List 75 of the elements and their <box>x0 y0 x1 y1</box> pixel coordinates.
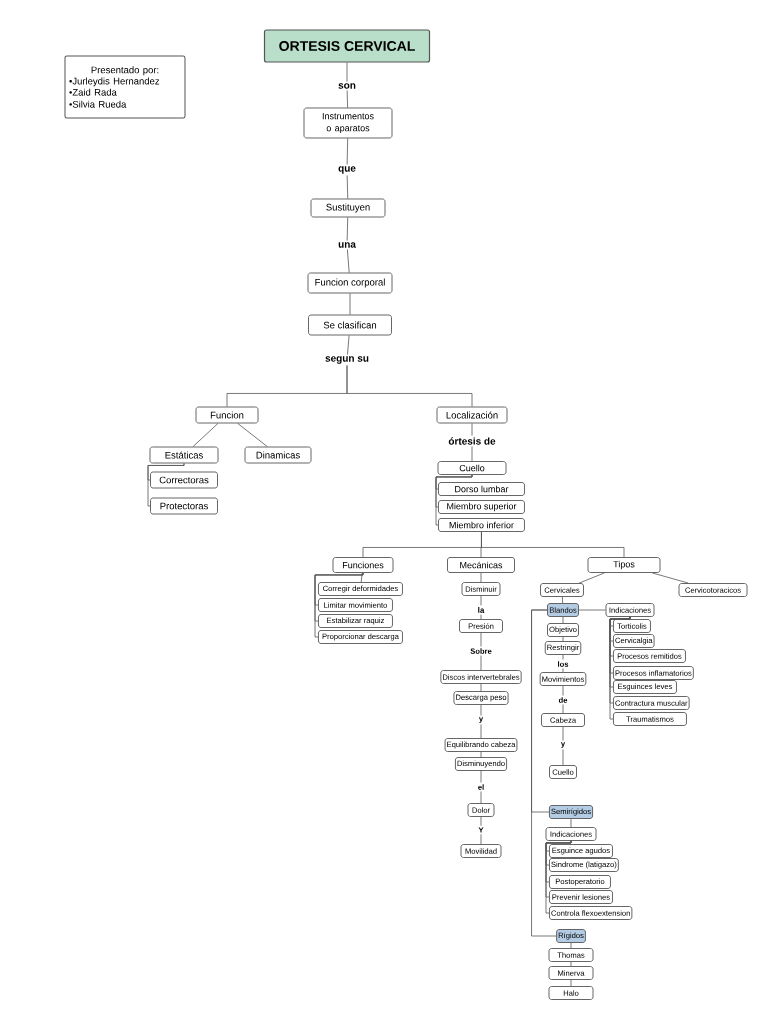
concept-box: Cuello <box>437 461 507 475</box>
connector-line <box>480 724 482 739</box>
connector-line <box>531 609 557 937</box>
connector-line <box>480 751 482 758</box>
connector-line <box>561 596 564 604</box>
connector-line <box>349 293 351 315</box>
title-box: ORTESIS CERVICAL <box>263 29 431 63</box>
concept-box: Tipos <box>587 557 661 573</box>
linking-word: órtesis de <box>448 437 496 445</box>
connector-line <box>480 572 482 583</box>
connector-line <box>480 655 482 671</box>
concept-box: Instrumentos o aparatos <box>303 107 393 139</box>
connector-line <box>562 704 564 714</box>
concept-box: Miembro superior <box>438 500 525 514</box>
connector-line <box>562 654 564 660</box>
connector-line <box>651 572 689 584</box>
concept-box: Correctoras <box>150 471 218 489</box>
connector-line <box>578 572 605 584</box>
connector-line <box>480 770 482 783</box>
connector-line <box>570 942 572 949</box>
connector-line <box>562 636 564 642</box>
connector-line <box>562 726 564 741</box>
authors-box: Presentado por: •Jurleydis Hernandez •Zaid Rada •Silvia Rueda <box>64 55 186 119</box>
connector-line <box>480 595 482 606</box>
connector-line <box>570 979 572 987</box>
connector-line <box>480 833 482 845</box>
connector-line <box>346 62 348 82</box>
connector-line <box>480 632 482 647</box>
concept-box: Dorso lumbar <box>438 482 525 496</box>
linking-word: la <box>478 607 485 613</box>
connector-line <box>562 749 564 766</box>
concept-box: Funciones <box>332 557 394 573</box>
connector-line <box>360 572 363 583</box>
connector-line <box>346 90 348 108</box>
connector-line <box>471 423 473 436</box>
connector-line <box>237 423 268 447</box>
connector-line <box>480 704 482 716</box>
connector-line <box>471 446 473 462</box>
concept-box: Mecánicas <box>447 557 515 573</box>
concept-box: Estáticas <box>149 446 219 464</box>
connector-line <box>562 685 564 696</box>
connector-line <box>347 335 350 355</box>
connector-line <box>480 614 482 620</box>
connector-line <box>545 840 572 914</box>
concept-box: Localización <box>436 406 508 424</box>
connector-line <box>609 616 631 720</box>
concept-box: Miembro inferior <box>438 518 525 532</box>
connector-line <box>562 616 564 624</box>
connector-line <box>480 816 482 827</box>
connector-line <box>346 138 349 165</box>
connector-line <box>346 217 349 241</box>
linking-word: segun su <box>325 356 369 364</box>
connector-line <box>562 668 564 673</box>
connector-line <box>435 474 473 526</box>
connector-line <box>480 683 482 692</box>
connector-line <box>346 249 350 273</box>
connector-line <box>570 818 572 828</box>
connector-line <box>314 572 364 638</box>
concept-box: Se clasifican <box>308 314 392 336</box>
connector-line <box>481 531 625 558</box>
concept-box: Funcion corporal <box>307 272 393 294</box>
concept-box: Funcion <box>195 406 259 424</box>
linking-word: son <box>338 83 356 89</box>
linking-word: que <box>338 166 356 174</box>
connector-line <box>570 961 572 967</box>
connector-line <box>480 791 482 804</box>
connector-line <box>192 423 219 447</box>
connector-line <box>578 609 606 611</box>
linking-word: una <box>338 242 356 248</box>
concept-box: Protectoras <box>150 497 218 515</box>
connector-line <box>346 175 349 199</box>
connector-line <box>147 463 185 507</box>
concept-box: Sustituyen <box>310 198 386 218</box>
connector-line <box>346 365 473 407</box>
concept-box: Dinamicas <box>244 446 312 464</box>
